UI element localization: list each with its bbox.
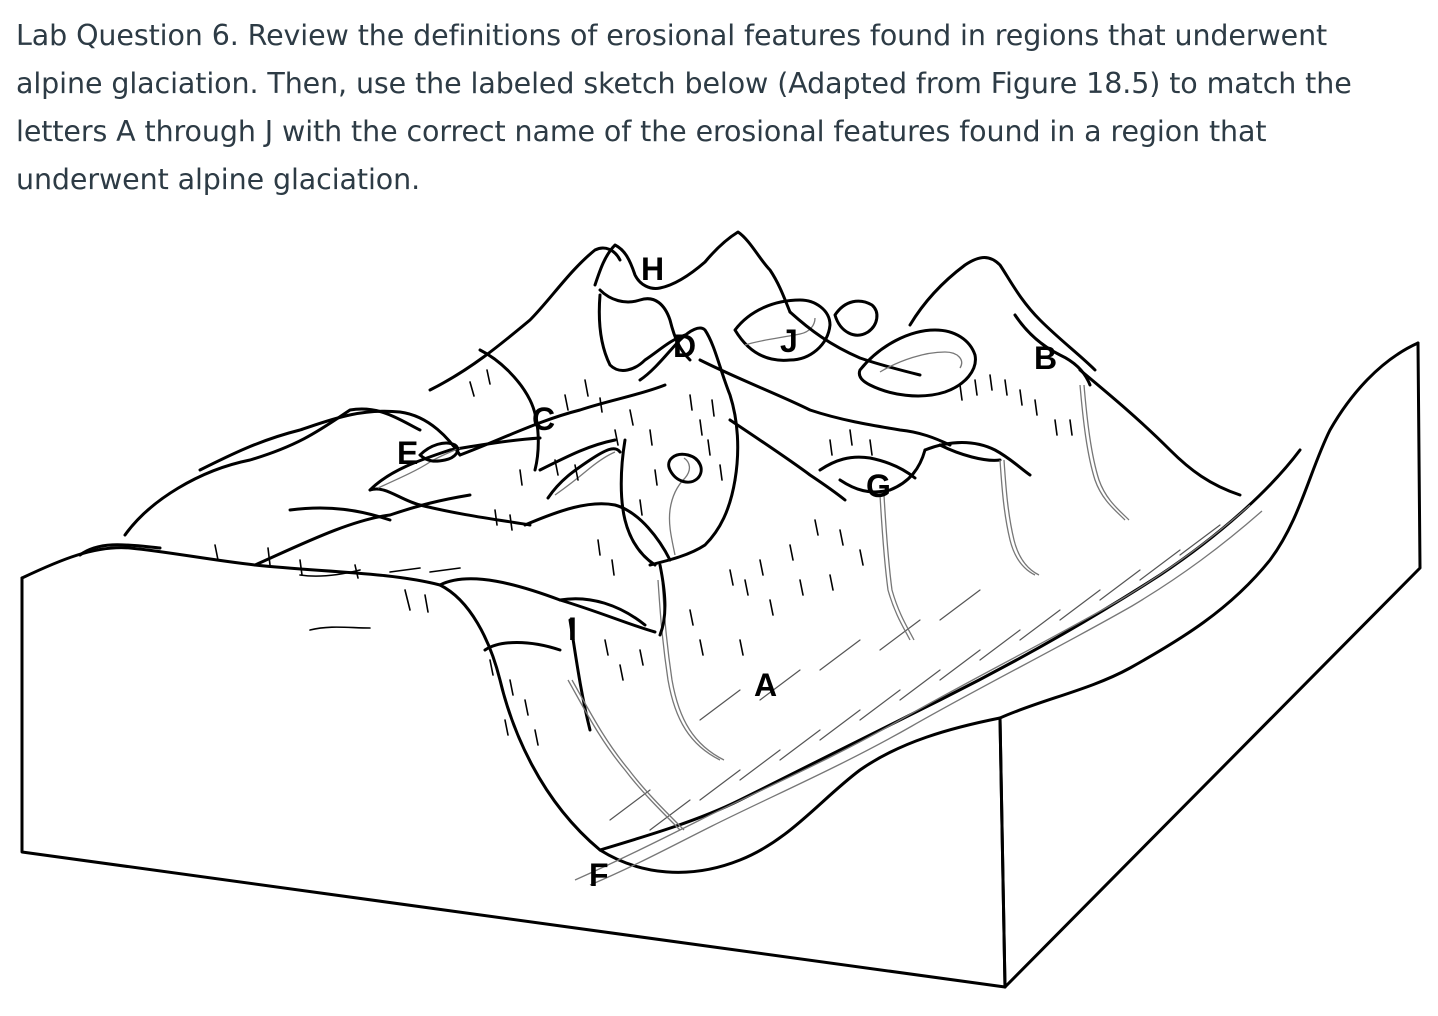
label-i: I (568, 611, 577, 647)
label-h: H (641, 251, 664, 287)
feature-labels: A B C D E F G H I J (397, 251, 1057, 893)
label-e: E (397, 435, 418, 471)
slope-strokes (469, 369, 1073, 746)
central-peaks (428, 230, 792, 831)
right-peaks (698, 256, 1242, 641)
label-b: B (1034, 340, 1057, 376)
label-c: C (532, 401, 555, 437)
block-box (20, 341, 1422, 989)
hanging-valley-e (368, 436, 542, 492)
question-text: Lab Question 6. Review the definitions o… (16, 19, 1352, 196)
label-f: F (589, 857, 609, 893)
label-g: G (866, 468, 891, 504)
label-j: J (780, 323, 798, 359)
label-a: A (754, 667, 777, 703)
glacial-trough (438, 448, 1302, 886)
glaciation-sketch: A B C D E F G H I J (0, 225, 1438, 1016)
label-d: D (673, 328, 696, 364)
left-ridges (78, 407, 532, 631)
